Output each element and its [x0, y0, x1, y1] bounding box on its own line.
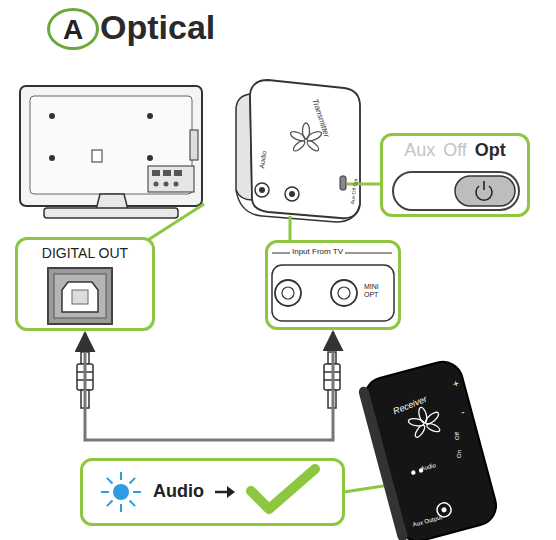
transmitter-illustration	[236, 80, 360, 222]
input-callout: Input From TV MINI OPT	[265, 240, 401, 330]
leader-line	[148, 184, 396, 492]
badge-letter: A	[50, 14, 96, 46]
callout-artwork	[83, 461, 348, 529]
diagram-title: Optical	[100, 8, 215, 47]
port-name: DIGITAL OUT	[18, 245, 152, 261]
switch-callout: Aux Off Opt	[380, 133, 530, 217]
switch-marking: Off	[454, 432, 460, 440]
panel-heading: Input From TV	[290, 247, 345, 256]
port-callout: DIGITAL OUT	[15, 237, 155, 331]
callout-artwork	[268, 243, 404, 333]
letter-badge: A	[47, 8, 99, 50]
status-callout: Audio	[80, 458, 345, 526]
switch-position: Off	[443, 140, 467, 160]
optical-cable	[85, 332, 333, 440]
switch-position: Opt	[475, 140, 506, 160]
switch-positions: Aux Off Opt	[383, 140, 527, 161]
switch-marking: On	[456, 450, 462, 458]
optical-plug	[77, 352, 340, 408]
tv-illustration	[20, 86, 202, 218]
status-text: Audio	[153, 481, 204, 502]
switch-position: Aux	[404, 140, 435, 160]
receiver-illustration	[357, 357, 501, 540]
port-name: MINI OPT	[364, 283, 390, 298]
